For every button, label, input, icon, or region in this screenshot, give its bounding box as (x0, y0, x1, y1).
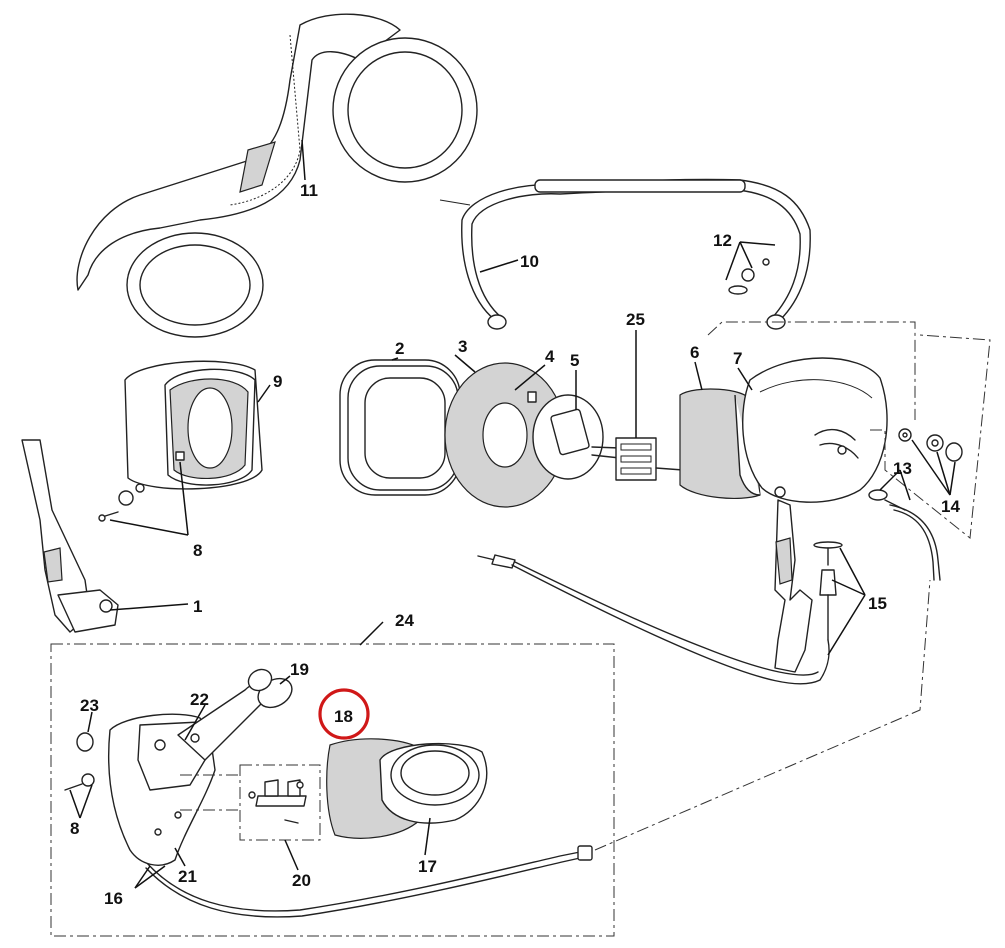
callout-8-left: 8 (193, 541, 202, 560)
callout-3: 3 (458, 337, 467, 356)
callout-10: 10 (520, 252, 539, 271)
left-screw-washer (98, 490, 134, 522)
right-ear-cup (742, 357, 888, 503)
callout-4: 4 (545, 347, 555, 366)
callout-1: 1 (193, 597, 202, 616)
callout-18: 18 (334, 707, 353, 726)
assembly-lines (50, 321, 991, 937)
callout-14: 14 (941, 497, 960, 516)
callout-20: 20 (292, 871, 311, 890)
callout-15: 15 (868, 594, 887, 613)
callout-8-bottom: 8 (70, 819, 79, 838)
callout-25: 25 (626, 310, 645, 329)
right-headband-arm (774, 499, 843, 673)
connector-block (615, 437, 684, 481)
boom-mic-assembly (64, 668, 293, 866)
callout-17: 17 (418, 857, 437, 876)
leader-lines (69, 139, 956, 889)
head-strap (76, 13, 478, 338)
right-cup-hardware (868, 428, 963, 511)
highlight-circle (318, 688, 370, 740)
callout-labels: 1 2 3 4 5 6 7 8 8 9 10 11 12 13 14 15 16… (70, 181, 960, 908)
callout-24: 24 (395, 611, 414, 630)
callout-16: 16 (104, 889, 123, 908)
callout-7: 7 (733, 349, 742, 368)
callout-21: 21 (178, 867, 197, 886)
callout-12: 12 (713, 231, 732, 250)
callout-19: 19 (290, 660, 309, 679)
callout-9: 9 (273, 372, 282, 391)
callout-5: 5 (570, 351, 579, 370)
callout-22: 22 (190, 690, 209, 709)
left-ear-cup (124, 360, 263, 493)
bracket-detail (239, 764, 321, 841)
callout-6: 6 (690, 343, 699, 362)
ear-seal (339, 359, 461, 496)
callout-23: 23 (80, 696, 99, 715)
speaker-element (527, 391, 621, 480)
callout-13: 13 (893, 459, 912, 478)
callout-11: 11 (300, 181, 318, 200)
mic-cup (326, 738, 488, 839)
left-headband-arm (21, 439, 119, 633)
callout-2: 2 (395, 339, 404, 358)
cords (145, 504, 941, 918)
headband-hardware (728, 258, 770, 295)
headband-wire (439, 178, 811, 330)
